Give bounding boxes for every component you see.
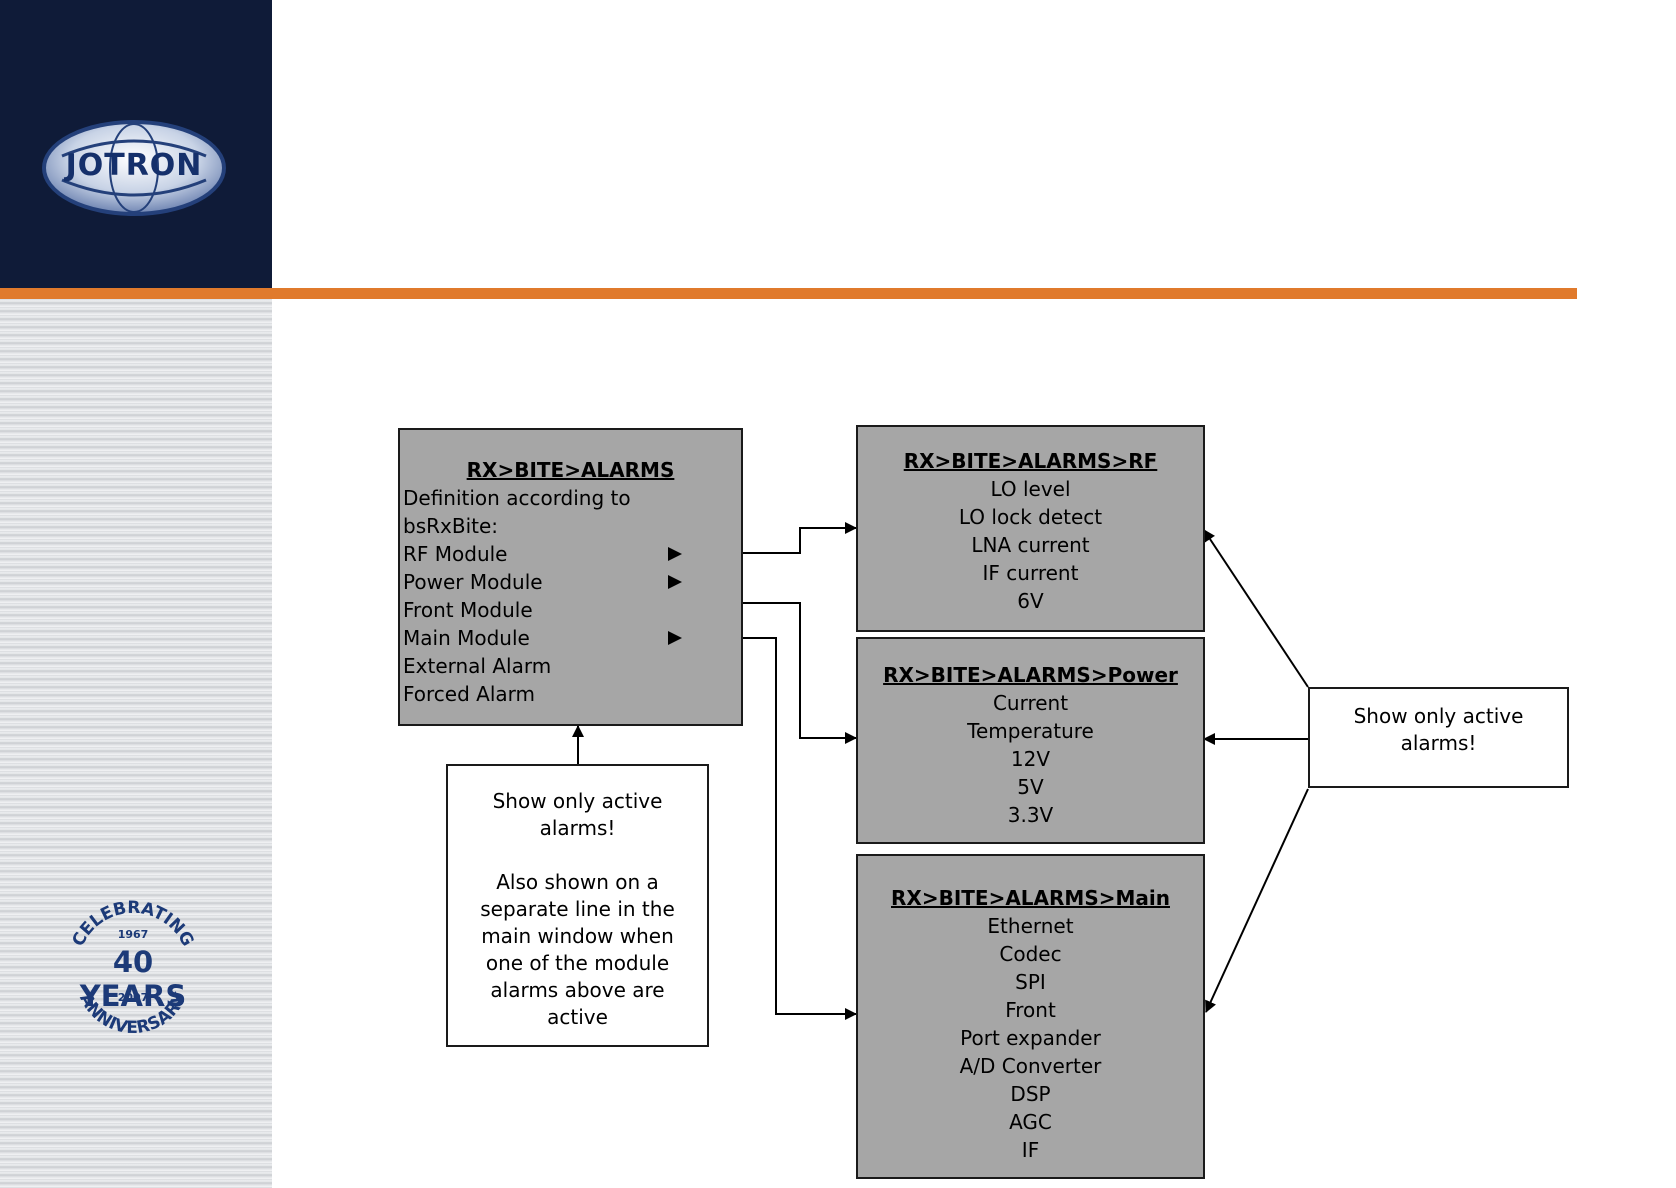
main-module-menu-title: RX>BITE>ALARMS>Main <box>891 886 1170 910</box>
power-item[interactable]: 5V <box>1017 775 1044 799</box>
connector-note-right-main <box>1205 788 1309 1013</box>
rf-item[interactable]: LNA current <box>971 533 1090 557</box>
main-module-item[interactable]: Codec <box>999 942 1062 966</box>
logo-text: JOTRON <box>65 148 203 183</box>
badge-year-start: 1967 <box>118 928 149 941</box>
main-module-item[interactable]: IF <box>1021 1138 1040 1162</box>
main-module-item[interactable]: DSP <box>1010 1082 1051 1106</box>
anniversary-badge: CELEBRATING ANNIVERSARY 1967 2007 40 YEA… <box>58 898 208 1038</box>
note-left-line: Show only active <box>492 789 663 813</box>
submenu-arrow-icon <box>668 575 682 589</box>
rf-item[interactable]: LO lock detect <box>958 505 1103 529</box>
note-left-line: Also shown on a <box>496 870 659 894</box>
rf-item[interactable]: 6V <box>1017 589 1044 613</box>
note-left-line: main window when <box>481 924 674 948</box>
sidebar-brushed-metal <box>0 299 272 1188</box>
note-left: Show only active alarms! Also shown on a… <box>446 764 709 1047</box>
badge-year-end: 2007 <box>118 991 149 1004</box>
main-module-item[interactable]: Front <box>1005 998 1056 1022</box>
orange-divider <box>0 288 1577 299</box>
menu-item-power-module[interactable]: Power Module <box>400 568 741 596</box>
note-left-line: one of the module <box>485 951 670 975</box>
submenu-arrow-icon <box>668 547 682 561</box>
connector-note-right-rf <box>1203 529 1309 688</box>
power-item[interactable]: Current <box>992 691 1069 715</box>
note-left-line: active <box>547 1005 608 1029</box>
menu-alarms-power: RX>BITE>ALARMS>Power Current Temperature… <box>856 637 1205 844</box>
rf-item[interactable]: IF current <box>982 561 1079 585</box>
power-item[interactable]: Temperature <box>967 719 1094 743</box>
menu-item-forced-alarm[interactable]: Forced Alarm <box>403 682 536 706</box>
power-menu-title: RX>BITE>ALARMS>Power <box>883 663 1178 687</box>
rf-menu-title: RX>BITE>ALARMS>RF <box>903 449 1158 473</box>
menu-item-front-module[interactable]: Front Module <box>403 598 533 622</box>
main-module-item[interactable]: SPI <box>1015 970 1046 994</box>
power-item[interactable]: 12V <box>1010 747 1051 771</box>
menu-item-main-module[interactable]: Main Module <box>400 624 741 652</box>
main-module-item[interactable]: Port expander <box>960 1026 1101 1050</box>
menu-line-bsrxbite: bsRxBite: <box>403 514 499 538</box>
jotron-logo: JOTRON <box>42 120 226 216</box>
main-module-item[interactable]: A/D Converter <box>959 1054 1102 1078</box>
note-right-line: alarms! <box>1400 731 1477 755</box>
menu-item-external-alarm[interactable]: External Alarm <box>403 654 552 678</box>
power-item[interactable]: 3.3V <box>1007 803 1054 827</box>
menu-alarms-rf: RX>BITE>ALARMS>RF LO level LO lock detec… <box>856 425 1205 632</box>
note-left-line: alarms above are <box>490 978 665 1002</box>
note-right-line: Show only active <box>1353 704 1524 728</box>
logo-ellipse-icon <box>42 120 226 216</box>
connector-power <box>742 602 857 744</box>
main-module-item[interactable]: Ethernet <box>987 914 1074 938</box>
main-module-item[interactable]: AGC <box>1009 1110 1052 1134</box>
note-left-line <box>448 842 707 869</box>
connector-rf <box>742 522 857 554</box>
menu-title: RX>BITE>ALARMS <box>466 458 675 482</box>
note-left-line: separate line in the <box>480 897 675 921</box>
menu-item-rf-module[interactable]: RF Module <box>400 540 741 568</box>
note-left-line: alarms! <box>539 816 616 840</box>
submenu-arrow-icon <box>668 631 682 645</box>
menu-alarms-main-module: RX>BITE>ALARMS>Main Ethernet Codec SPI F… <box>856 854 1205 1179</box>
anniversary-badge-graphic: CELEBRATING ANNIVERSARY 1967 2007 <box>68 898 197 1038</box>
note-right: Show only active alarms! <box>1308 687 1569 788</box>
badge-main-text: 40 YEARS <box>79 945 187 1013</box>
menu-line-definition: Definition according to <box>403 486 631 510</box>
connector-main <box>742 637 857 1020</box>
menu-alarms-main: RX>BITE>ALARMS Definition according to b… <box>398 428 743 726</box>
rf-item[interactable]: LO level <box>990 477 1071 501</box>
